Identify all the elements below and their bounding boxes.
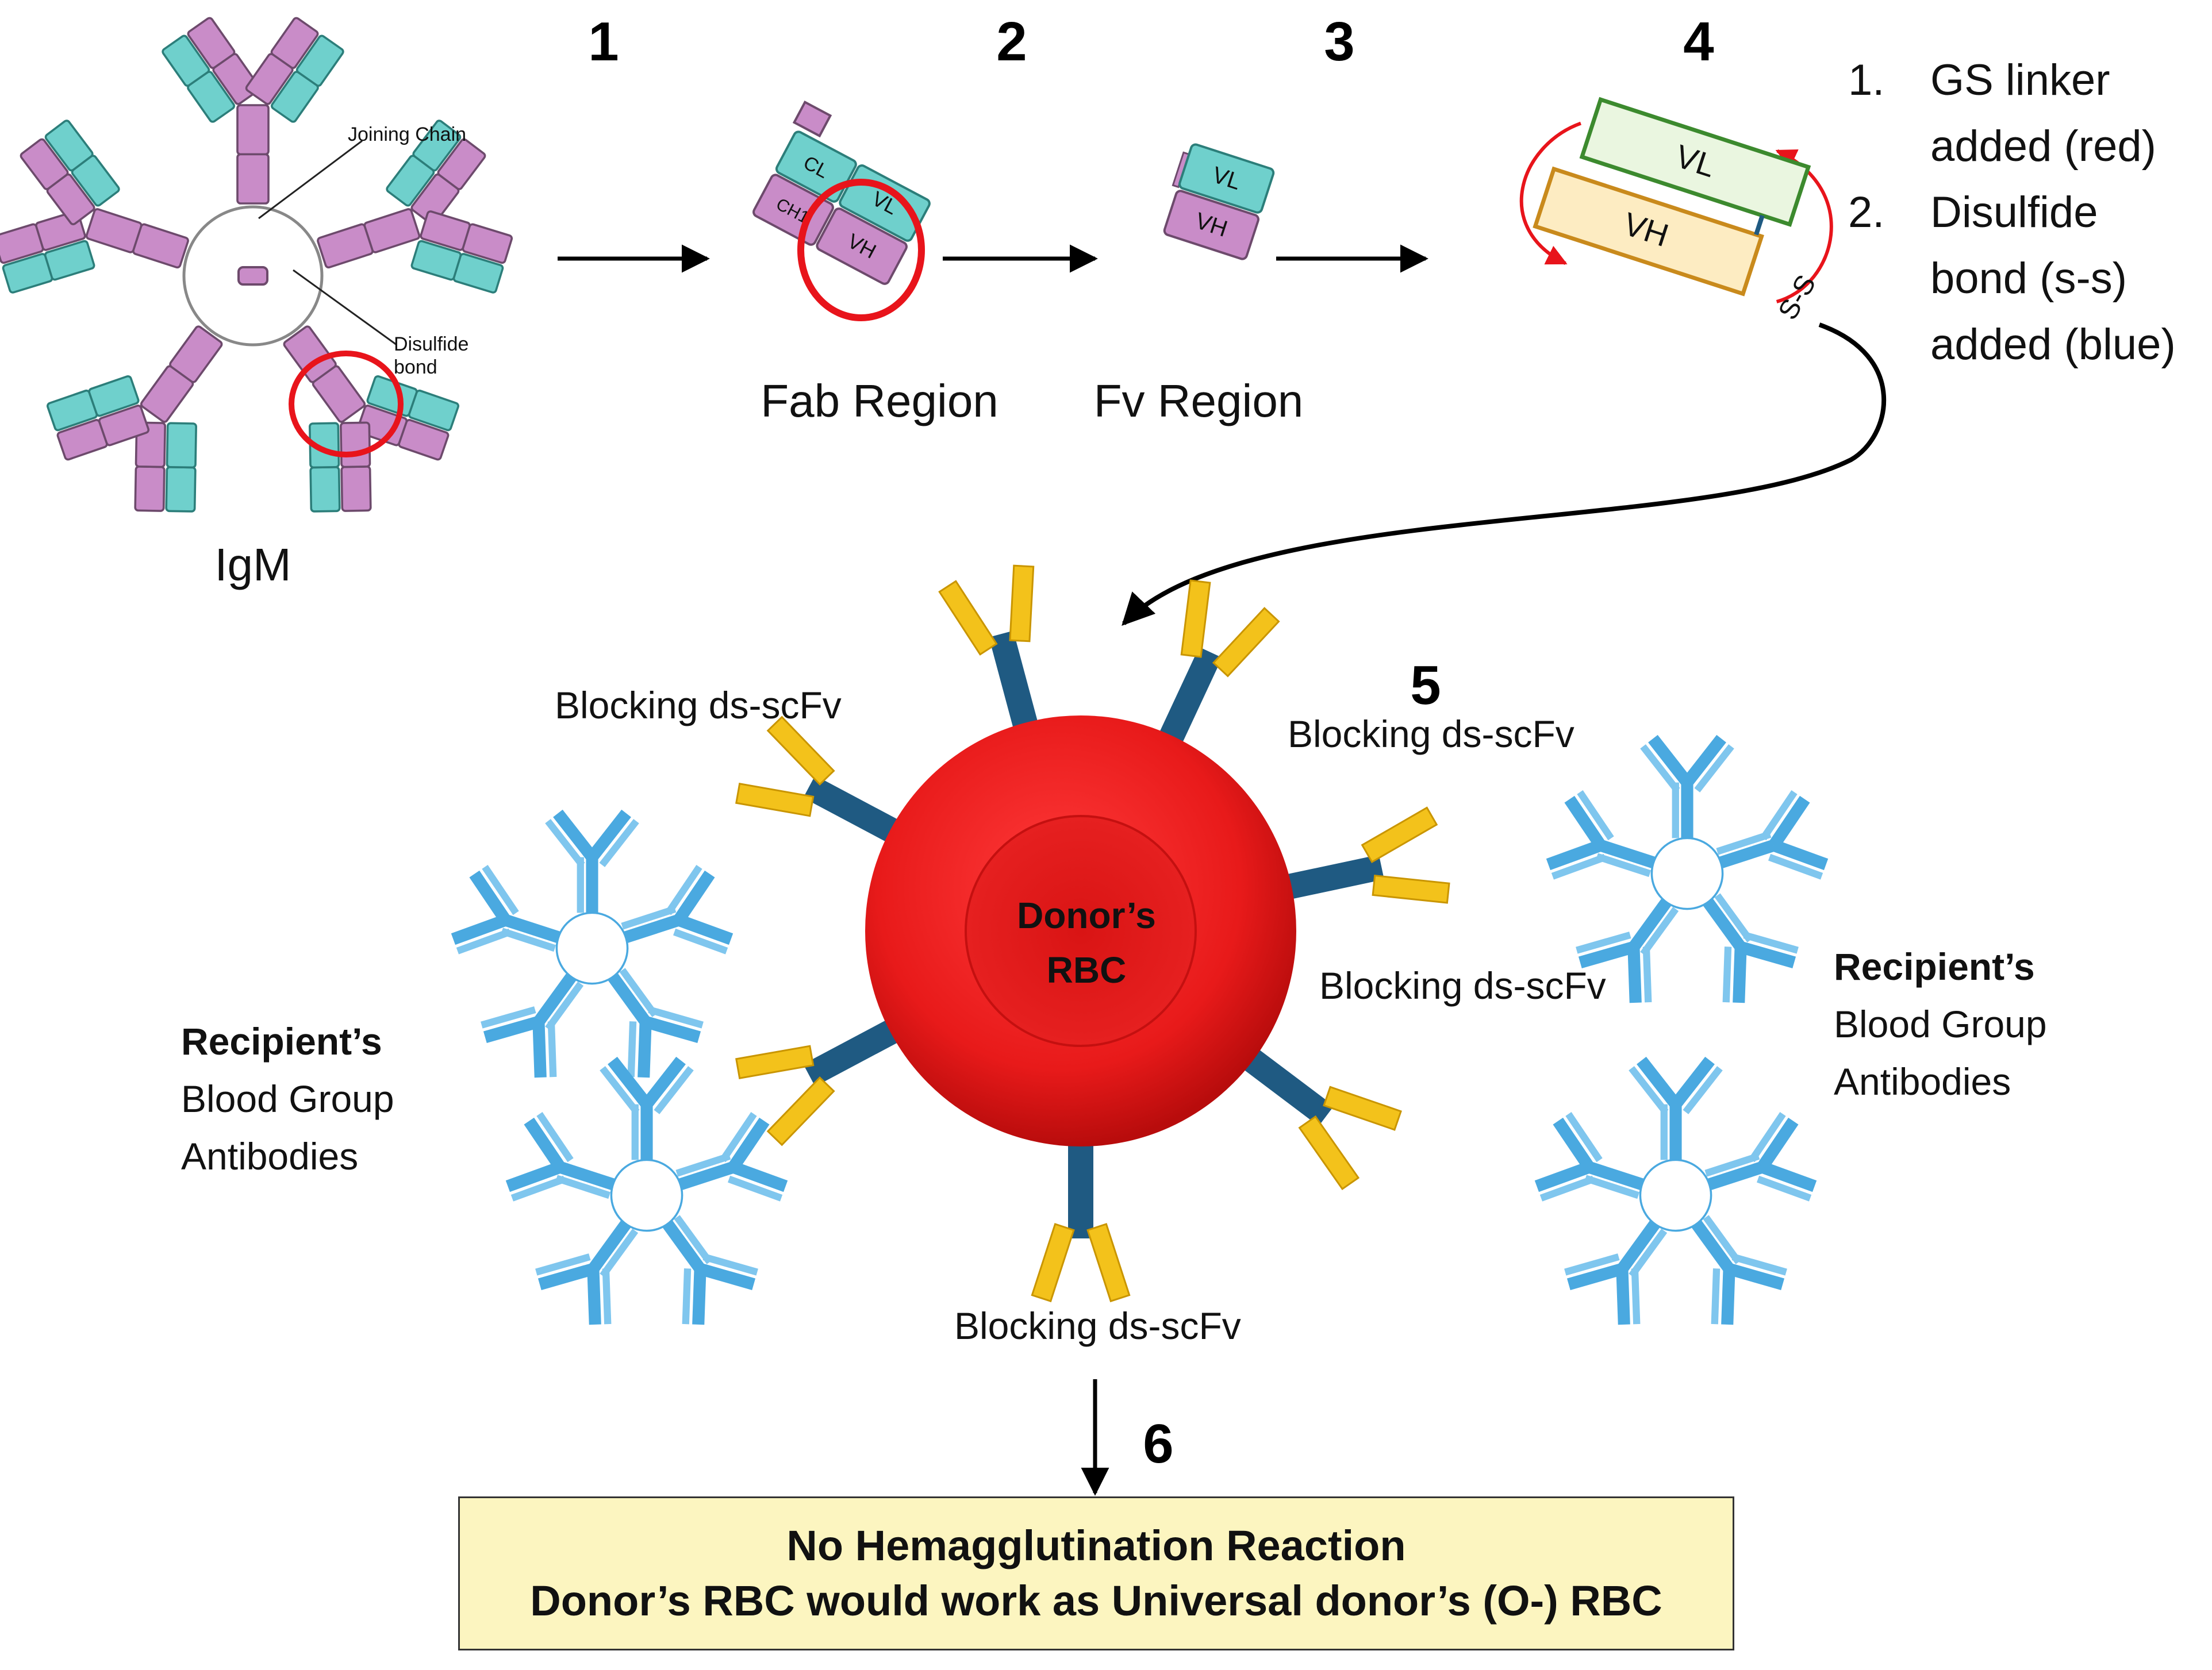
blocking-label-top-right: Blocking ds-scFv (1288, 713, 1574, 755)
rbc-label-line2: RBC (1047, 949, 1127, 991)
recipient-label-right-line3: Antibodies (1834, 1060, 2011, 1103)
note-2-line2: bond (s-s) (1930, 254, 2127, 303)
recipient-label-left-line2: Blood Group (181, 1078, 394, 1120)
result-line-1: No Hemagglutination Reaction (786, 1521, 1406, 1569)
fv-region-label: Fv Region (1094, 375, 1304, 426)
blocking-label-top-left: Blocking ds-scFv (555, 684, 842, 726)
recipient-antibody-cluster-right-top (1541, 734, 1834, 1014)
recipient-label-right-bold: Recipient’s (1834, 945, 2035, 988)
fv-fragment: VL VH (1163, 143, 1275, 260)
note-2-line3: added (blue) (1930, 320, 2176, 369)
blocking-label-bottom: Blocking ds-scFv (954, 1305, 1241, 1347)
curved-arrow-to-rbc (1122, 322, 1886, 626)
fab-fragment: CL CH1 VL VH (752, 100, 931, 285)
recipient-label-right-line2: Blood Group (1834, 1003, 2047, 1045)
step-number-4: 4 (1683, 11, 1714, 72)
disulfide-bond-label-line2: bond (394, 356, 437, 378)
recipient-antibody-cluster-left-bottom (500, 1056, 793, 1336)
rbc-label-line1: Donor’s (1017, 895, 1156, 936)
result-box: No Hemagglutination Reaction Donor’s RBC… (458, 1496, 1734, 1650)
note-1-number: 1. (1848, 56, 1884, 105)
blocking-label-right: Blocking ds-scFv (1319, 964, 1606, 1007)
note-1-line1: GS linker (1930, 56, 2110, 105)
step-number-2: 2 (996, 11, 1027, 72)
step-number-1: 1 (588, 11, 619, 72)
fab-region-label: Fab Region (761, 375, 999, 426)
igm-label: IgM (214, 539, 291, 590)
fab-fv-highlight-circle (797, 179, 925, 321)
note-1-line2: added (red) (1930, 122, 2156, 171)
disulfide-bond-label-line1: Disulfide (394, 333, 468, 355)
recipient-label-left-bold: Recipient’s (181, 1020, 382, 1063)
modification-notes: 1. GS linker added (red) 2. Disulfide bo… (1848, 56, 2176, 369)
note-2-number: 2. (1848, 188, 1884, 237)
donor-rbc-group: Donor’s RBC (729, 560, 1454, 1302)
note-2-line1: Disulfide (1930, 188, 2098, 237)
recipient-label-left-line3: Antibodies (181, 1135, 358, 1178)
igm-fab-highlight-circle (289, 351, 404, 457)
joining-chain-label: Joining Chain (348, 124, 466, 145)
step-number-5: 5 (1410, 655, 1441, 716)
recipient-antibody-cluster-right-bottom (1529, 1056, 1822, 1336)
step-number-6: 6 (1143, 1413, 1173, 1475)
step-number-3: 3 (1324, 11, 1354, 72)
igm-pentamer: Joining Chain Disulfide bond (0, 16, 529, 540)
ds-scfv-construct: VL VH (1519, 97, 1833, 303)
recipient-antibody-cluster-left-top (446, 809, 739, 1088)
result-line-2: Donor’s RBC would work as Universal dono… (530, 1577, 1662, 1625)
